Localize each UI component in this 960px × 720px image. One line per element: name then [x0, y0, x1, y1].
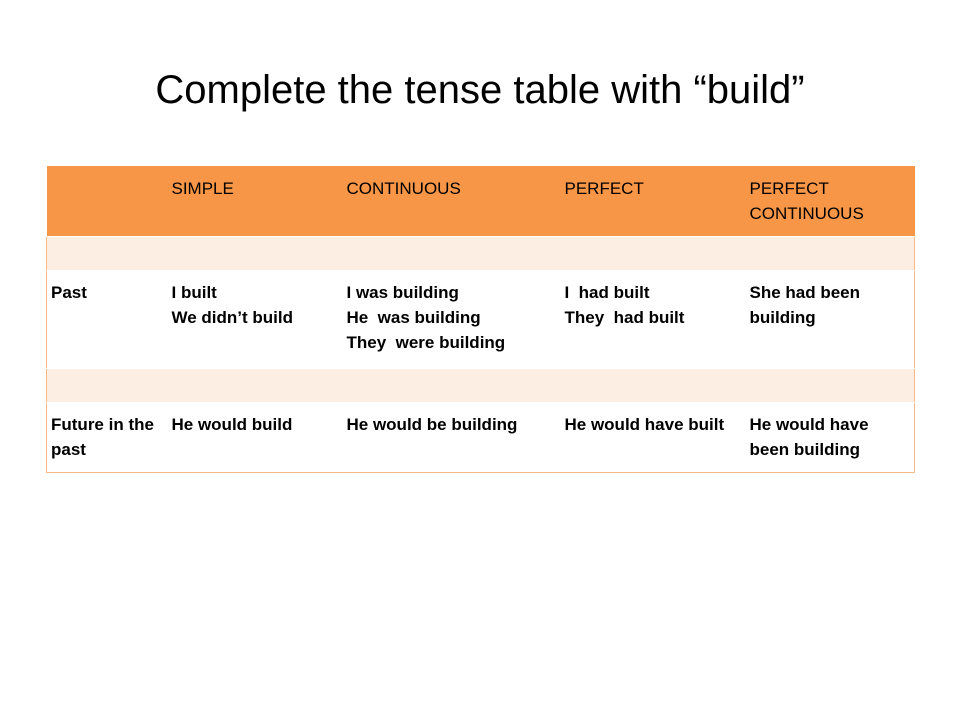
table-row-future-in-the-past: Future in the past He would build He wou…	[46, 402, 915, 473]
cell-continuous: I was building He was building They were…	[342, 270, 561, 369]
row-label-text: Future in the past	[51, 415, 154, 459]
cell-text: He would build	[171, 415, 293, 434]
blank-cell	[342, 368, 561, 403]
cell-perfect: I had built They had built	[560, 270, 746, 369]
cell-line: I was building	[346, 283, 459, 302]
header-cell-empty	[46, 166, 168, 237]
cell-perfect-continuous: He would have been building	[745, 402, 915, 473]
blank-cell	[745, 236, 915, 271]
blank-cell	[167, 236, 343, 271]
cell-text: He would be building	[346, 415, 518, 434]
blank-cell	[560, 368, 746, 403]
slide-title: Complete the tense table with “build”	[155, 68, 805, 112]
header-simple: SIMPLE	[167, 166, 343, 237]
cell-line: They had built	[564, 308, 685, 327]
blank-cell	[46, 236, 168, 271]
row-label: Future in the past	[46, 402, 168, 473]
blank-cell	[167, 368, 343, 403]
cell-simple: I built We didn’t build	[167, 270, 343, 369]
row-label: Past	[46, 270, 168, 369]
header-perfect: PERFECT	[560, 166, 746, 237]
cell-text: He would have built	[564, 415, 725, 434]
cell-simple: He would build	[167, 402, 343, 473]
tense-table: SIMPLE CONTINUOUS PERFECT PERFECT CONTIN…	[46, 166, 915, 473]
cell-line: We didn’t build	[171, 308, 294, 327]
row-label-text: Past	[51, 283, 87, 302]
cell-line: I had built	[564, 283, 650, 302]
blank-row	[46, 236, 915, 271]
cell-perfect-continuous: She had been building	[745, 270, 915, 369]
cell-text: He would have been building	[749, 415, 869, 459]
header-row: SIMPLE CONTINUOUS PERFECT PERFECT CONTIN…	[46, 166, 915, 237]
cell-line: He was building	[346, 308, 481, 327]
blank-cell	[745, 368, 915, 403]
cell-text: She had been building	[749, 283, 861, 327]
header-perfect-continuous: PERFECT CONTINUOUS	[745, 166, 915, 237]
header-continuous: CONTINUOUS	[342, 166, 561, 237]
cell-perfect: He would have built	[560, 402, 746, 473]
blank-row	[46, 368, 915, 403]
cell-line: I built	[171, 283, 217, 302]
cell-continuous: He would be building	[342, 402, 561, 473]
blank-cell	[46, 368, 168, 403]
blank-cell	[342, 236, 561, 271]
table-row-past: Past I built We didn’t build I was build…	[46, 270, 915, 369]
blank-cell	[560, 236, 746, 271]
cell-line: They were building	[346, 333, 506, 352]
